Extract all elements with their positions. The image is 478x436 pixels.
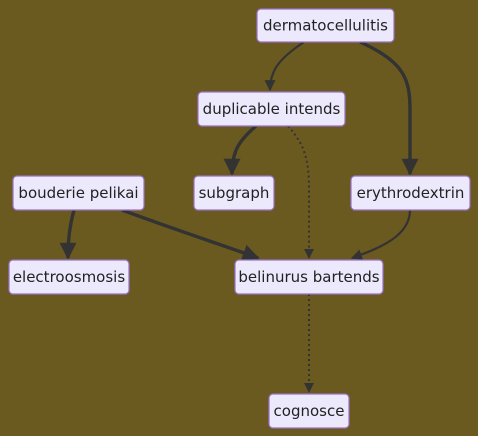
node-label-erythrodextrin: erythrodextrin: [357, 184, 465, 202]
node-belinurus-bartends[interactable]: belinurus bartends: [234, 259, 384, 295]
edge-dermatocellulitis-to-erythrodextrin: [359, 40, 419, 176]
node-label-electroosmosis: electroosmosis: [13, 268, 126, 286]
node-label-cognosce: cognosce: [274, 402, 345, 420]
node-label-subgraph: subgraph: [199, 184, 270, 202]
edge-bouderie-pelikai-to-belinurus-bartends: [121, 208, 260, 261]
node-duplicable-intends[interactable]: duplicable intends: [197, 91, 346, 127]
node-label-belinurus-bartends: belinurus bartends: [238, 268, 379, 286]
edge-erythrodextrin-to-belinurus-bartends: [350, 209, 412, 260]
node-label-dermatocellulitis: dermatocellulitis: [263, 17, 388, 35]
node-bouderie-pelikai[interactable]: bouderie pelikai: [12, 175, 145, 211]
node-electroosmosis[interactable]: electroosmosis: [8, 259, 130, 295]
edge-duplicable-intends-to-belinurus-bartends: [287, 125, 314, 259]
node-label-bouderie-pelikai: bouderie pelikai: [18, 184, 138, 202]
node-label-duplicable-intends: duplicable intends: [203, 100, 341, 118]
node-dermatocellulitis[interactable]: dermatocellulitis: [256, 8, 395, 43]
node-cognosce[interactable]: cognosce: [268, 393, 350, 429]
edge-bouderie-pelikai-to-electroosmosis: [59, 209, 77, 260]
nodes-layer: dermatocellulitis duplicable intends bou…: [8, 8, 471, 429]
edge-dermatocellulitis-to-duplicable-intends: [264, 41, 305, 92]
edges-layer: [59, 40, 419, 393]
node-erythrodextrin[interactable]: erythrodextrin: [350, 175, 471, 211]
node-subgraph[interactable]: subgraph: [193, 175, 275, 211]
edge-duplicable-intends-to-subgraph: [223, 124, 258, 176]
